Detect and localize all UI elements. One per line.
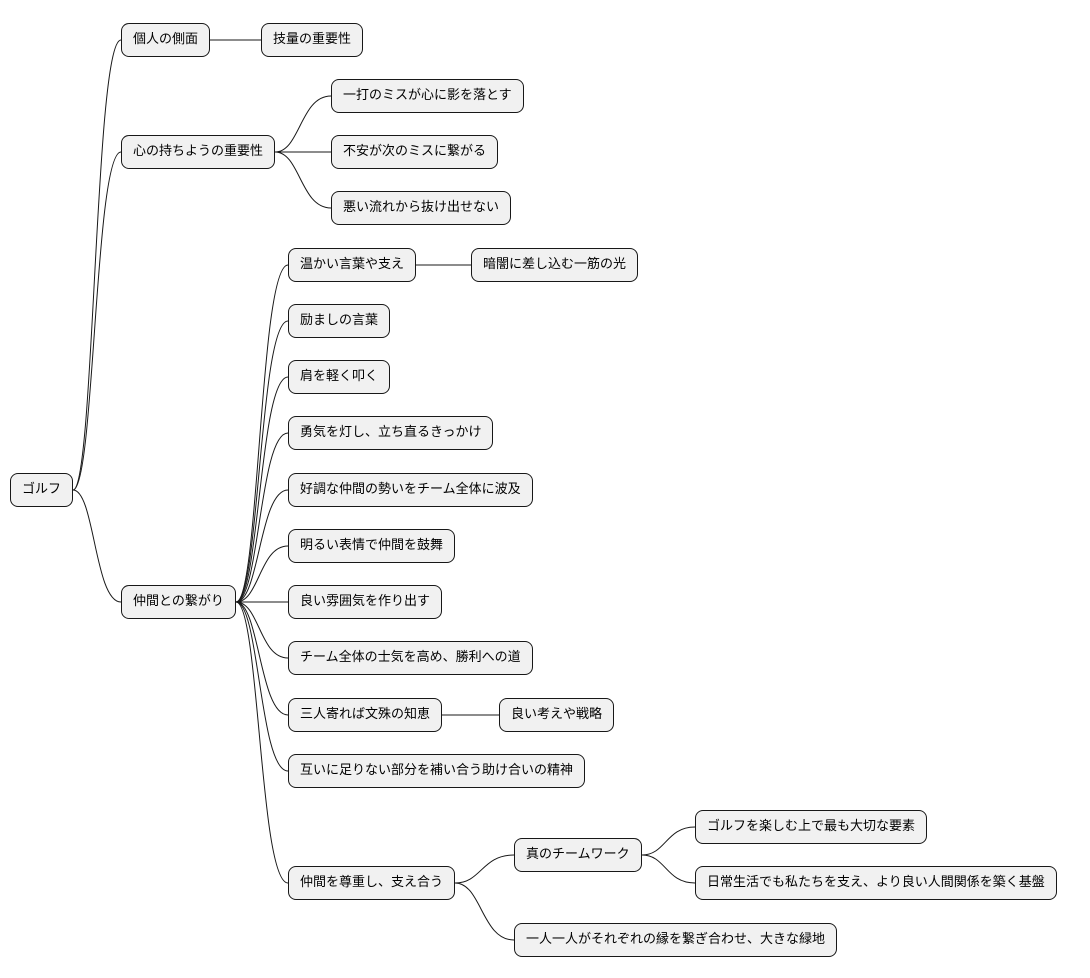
edge <box>72 489 122 603</box>
node-ray-of-light: 暗闇に差し込む一筋の光 <box>471 248 639 282</box>
edge <box>454 854 515 884</box>
edge <box>274 95 332 153</box>
node-respect-support: 仲間を尊重し、支え合う <box>288 866 456 900</box>
edge <box>235 320 289 603</box>
edge <box>274 151 332 209</box>
node-mindset-importance: 心の持ちようの重要性 <box>121 135 276 169</box>
node-courage-recovery: 勇気を灯し、立ち直るきっかけ <box>288 416 494 450</box>
node-bright-expression: 明るい表情で仲間を鼓舞 <box>288 529 456 563</box>
edge <box>235 601 289 884</box>
edge <box>454 882 515 941</box>
edge <box>72 39 122 491</box>
node-miss-shadow: 一打のミスが心に影を落とす <box>331 79 524 113</box>
node-teammate-bond: 仲間との繋がり <box>121 585 236 619</box>
node-personal-aspect: 個人の側面 <box>121 23 211 57</box>
node-good-atmosphere: 良い雰囲気を作り出す <box>288 585 443 619</box>
edge <box>641 826 696 856</box>
node-most-important: ゴルフを楽しむ上で最も大切な要素 <box>695 810 928 844</box>
node-mutual-help: 互いに足りない部分を補い合う助け合いの精神 <box>288 754 586 788</box>
edge <box>235 545 289 603</box>
node-anxiety-next-miss: 不安が次のミスに繋がる <box>331 135 499 169</box>
edge <box>235 601 289 716</box>
node-team-morale: チーム全体の士気を高め、勝利への道 <box>288 641 533 675</box>
node-true-teamwork: 真のチームワーク <box>514 838 642 872</box>
node-skill-importance: 技量の重要性 <box>261 23 364 57</box>
node-root: ゴルフ <box>10 473 74 507</box>
edge <box>235 432 289 603</box>
edge <box>641 854 696 884</box>
node-bad-flow: 悪い流れから抜け出せない <box>331 191 512 225</box>
edge <box>235 601 289 772</box>
node-encouragement: 励ましの言葉 <box>288 304 391 338</box>
edge <box>235 601 289 659</box>
node-three-heads: 三人寄れば文殊の知恵 <box>288 698 443 732</box>
edge <box>235 264 289 603</box>
node-good-ideas: 良い考えや戦略 <box>499 698 615 732</box>
edge <box>72 151 122 491</box>
node-daily-life-foundation: 日常生活でも私たちを支え、より良い人間関係を築く基盤 <box>695 866 1057 900</box>
node-pat-shoulder: 肩を軽く叩く <box>288 360 391 394</box>
node-green-land: 一人一人がそれぞれの縁を繋ぎ合わせ、大きな緑地 <box>514 923 838 957</box>
edge <box>235 489 289 603</box>
edge <box>235 376 289 603</box>
node-momentum-spread: 好調な仲間の勢いをチーム全体に波及 <box>288 473 533 507</box>
node-warm-words: 温かい言葉や支え <box>288 248 417 282</box>
